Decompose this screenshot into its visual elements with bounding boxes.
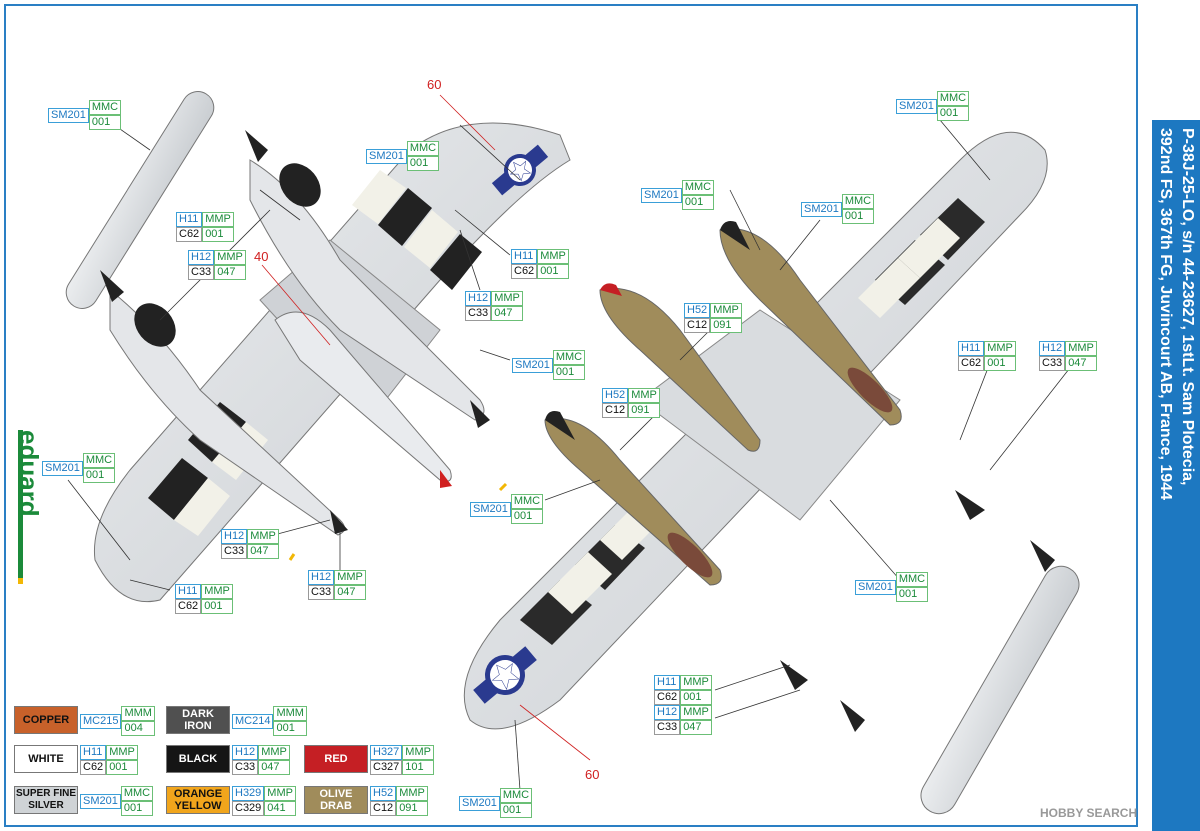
- aircraft-title: P-38J-25-LO, s/n 44-23627, 1stLt. Sam Pl…: [1154, 128, 1198, 500]
- swatch-black: BLACK: [166, 745, 230, 773]
- title-line-1: P-38J-25-LO, s/n 44-23627, 1stLt. Sam Pl…: [1179, 128, 1196, 486]
- title-line-2: 392nd FS, 367th FG, Juvincourt AB, Franc…: [1157, 128, 1174, 500]
- bottom-view-aircraft: [463, 131, 1080, 815]
- eduard-logo: eduard: [14, 430, 44, 584]
- swatch-red: RED: [304, 745, 368, 773]
- top-view-aircraft: [65, 91, 571, 603]
- watermark: HOBBY SEARCH: [1040, 806, 1138, 820]
- aircraft-artwork: [65, 91, 1081, 815]
- callout-number-40: 40: [254, 249, 269, 264]
- title-sidebar: [1146, 0, 1200, 831]
- eduard-wordmark: eduard: [14, 430, 44, 517]
- drawing-frame: [4, 4, 1138, 827]
- callout-number-60-top: 60: [427, 77, 442, 92]
- swatch-orange-yellow: ORANGE YELLOW: [166, 786, 230, 814]
- callout-number-60-bottom: 60: [585, 767, 600, 782]
- swatch-copper: COPPER: [14, 706, 78, 734]
- swatch-dark-iron: DARK IRON: [166, 706, 230, 734]
- swatch-white: WHITE: [14, 745, 78, 773]
- red-leader-lines: [261, 94, 591, 761]
- title-block: P-38J-25-LO, s/n 44-23627, 1stLt. Sam Pl…: [1150, 128, 1198, 578]
- swatch-super-fine-silver: SUPER FINE SILVER: [14, 786, 78, 814]
- swatch-olive-drab: OLIVE DRAB: [304, 786, 368, 814]
- title-corner: [1152, 0, 1200, 120]
- title-band: [1152, 0, 1200, 831]
